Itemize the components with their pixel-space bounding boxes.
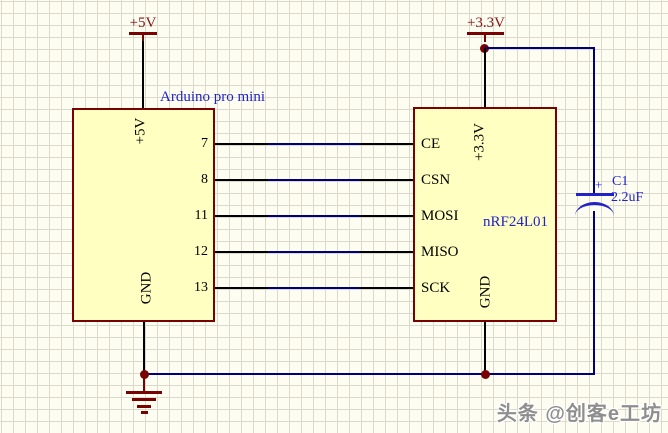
arduino-pin13-stub bbox=[215, 287, 268, 289]
nrf-3v3-pin-wire bbox=[484, 48, 486, 107]
nrf-title: nRF24L01 bbox=[483, 214, 549, 230]
nrf-csn-stub bbox=[360, 179, 413, 181]
arduino-pin11-stub bbox=[215, 215, 268, 217]
wire-12-miso bbox=[268, 251, 360, 253]
power-5v-bar-icon bbox=[129, 32, 157, 35]
arduino-pin7-stub bbox=[215, 143, 268, 145]
arduino-body bbox=[72, 108, 215, 322]
arduino-pin-number: 8 bbox=[201, 172, 208, 187]
wire-7-ce bbox=[268, 143, 360, 145]
ground-symbol-bar1-icon bbox=[126, 391, 162, 394]
nrf-pin-name: SCK bbox=[421, 280, 451, 296]
power-3v3-stub bbox=[484, 34, 486, 42]
capacitor-plate-positive bbox=[576, 193, 614, 196]
wire-11-mosi bbox=[268, 215, 360, 217]
nrf-miso-stub bbox=[360, 251, 413, 253]
nrf-pin-name: MOSI bbox=[421, 208, 459, 224]
watermark-text: 头条 @创客e工坊 bbox=[496, 403, 662, 425]
arduino-pin8-stub bbox=[215, 179, 268, 181]
ground-symbol-bar3-icon bbox=[137, 405, 151, 408]
arduino-title: Arduino pro mini bbox=[160, 89, 265, 105]
capacitor-plate-negative bbox=[575, 202, 614, 216]
arduino-5v-pin-wire bbox=[142, 41, 144, 108]
nrf-pin-name: CSN bbox=[421, 172, 451, 188]
junction-dot-gnd-left bbox=[140, 370, 149, 379]
nrf-gnd-pin-wire bbox=[484, 322, 486, 372]
capacitor-value: 2.2uF bbox=[611, 190, 644, 205]
nrf-ce-stub bbox=[360, 143, 413, 145]
power-5v-label: +5V bbox=[129, 15, 157, 31]
arduino-pin-number: 12 bbox=[194, 244, 208, 259]
power-5v-stub bbox=[142, 34, 144, 42]
nrf-body bbox=[413, 107, 557, 322]
wire-cap-to-ground bbox=[593, 211, 595, 375]
nrf-pin-name: MISO bbox=[421, 244, 459, 260]
ground-symbol-stub bbox=[143, 378, 145, 391]
arduino-pin-number: 13 bbox=[194, 280, 208, 295]
wire-3v3-horizontal bbox=[485, 47, 595, 49]
power-3v3-bar-icon bbox=[467, 32, 504, 35]
capacitor-designator: C1 bbox=[612, 174, 629, 189]
junction-dot-gnd-right bbox=[481, 370, 490, 379]
arduino-pin-number: 7 bbox=[201, 136, 208, 151]
wire-3v3-vertical bbox=[593, 47, 595, 193]
wire-13-sck bbox=[268, 287, 360, 289]
nrf-pin-name: CE bbox=[421, 136, 441, 152]
arduino-gnd-pin-wire bbox=[143, 322, 145, 372]
nrf-sck-stub bbox=[360, 287, 413, 289]
wire-ground-rail bbox=[144, 373, 595, 375]
ground-symbol-bar4-icon bbox=[141, 411, 148, 414]
arduino-pin12-stub bbox=[215, 251, 268, 253]
power-3v3-label: +3.3V bbox=[466, 15, 506, 31]
capacitor-polarity-mark: + bbox=[595, 177, 603, 192]
ground-symbol-bar2-icon bbox=[132, 398, 156, 401]
arduino-pin-number: 11 bbox=[194, 208, 208, 223]
nrf-mosi-stub bbox=[360, 215, 413, 217]
wire-8-csn bbox=[268, 179, 360, 181]
